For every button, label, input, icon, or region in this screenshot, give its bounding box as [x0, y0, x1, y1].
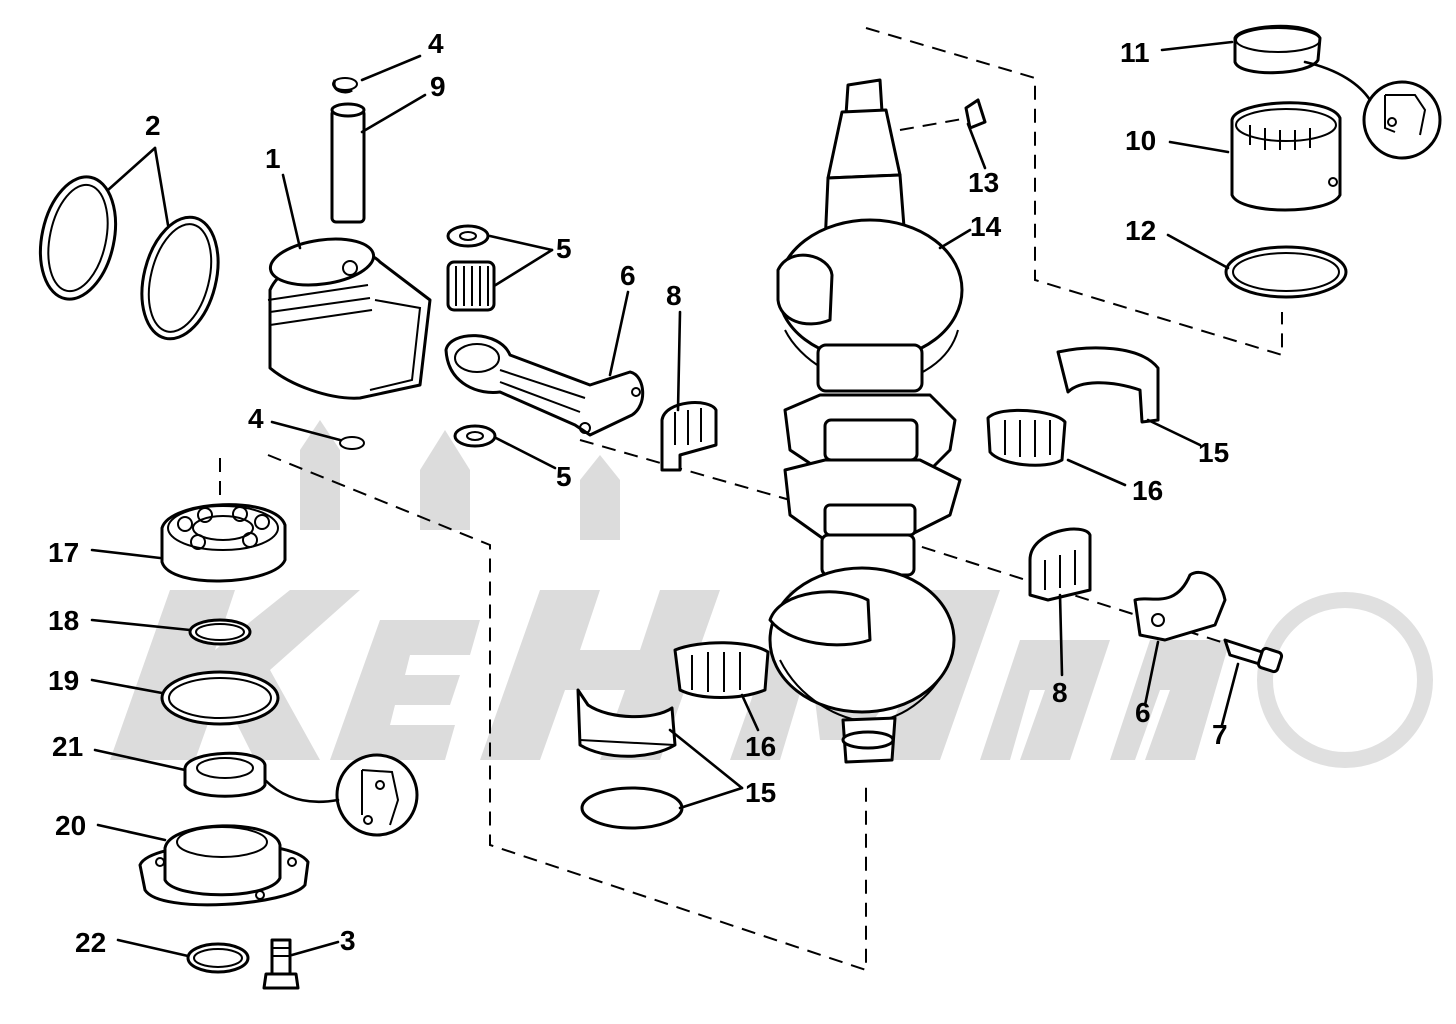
callout-7: 7	[1212, 719, 1228, 750]
callout-8-lower: 8	[1052, 677, 1068, 708]
key-centerline	[899, 117, 969, 131]
rod-bearing-lower	[1028, 527, 1092, 602]
connecting-rod	[444, 334, 645, 437]
retaining-clips	[332, 77, 365, 450]
assembly-outlines	[219, 27, 1283, 972]
callout-19: 19	[48, 665, 79, 696]
main-bearing-upper	[1056, 346, 1160, 424]
main-bearing-lower	[576, 688, 684, 830]
cap-centerline	[899, 539, 1241, 649]
rod-centerline	[579, 439, 791, 501]
lower-ball-bearing	[160, 503, 287, 583]
housing-screw	[262, 938, 300, 990]
upper-seal	[1233, 24, 1322, 75]
lower-o-ring	[160, 670, 280, 726]
callout-15-upper: 15	[1198, 437, 1229, 468]
callout-21: 21	[52, 731, 83, 762]
seal-detail-inset-upper	[1362, 80, 1442, 160]
main-needle-bearing-upper	[986, 408, 1067, 467]
callout-22: 22	[75, 927, 106, 958]
watermark-logo	[110, 420, 1433, 768]
callout-16-upper: 16	[1132, 475, 1163, 506]
callout-4-bottom: 4	[248, 403, 264, 434]
callout-5-top: 5	[556, 233, 572, 264]
cap-screw	[1223, 638, 1284, 674]
callout-15-lower: 15	[745, 777, 776, 808]
wrist-pin-bearing	[446, 224, 497, 448]
upper-bearing	[1230, 101, 1342, 212]
callout-9: 9	[430, 71, 446, 102]
housing-o-ring	[186, 942, 250, 974]
lower-bearing-outline	[267, 454, 867, 972]
upper-o-ring	[1224, 245, 1348, 299]
callout-3: 3	[340, 925, 356, 956]
callout-1: 1	[265, 143, 281, 174]
callout-10: 10	[1125, 125, 1156, 156]
main-needle-bearing-lower	[673, 641, 770, 699]
upper-bearing-outline	[865, 27, 1283, 357]
crankshaft	[768, 78, 964, 764]
lower-seal	[183, 751, 267, 798]
bearing-housing	[138, 824, 310, 907]
callout-12: 12	[1125, 215, 1156, 246]
wrist-pin	[330, 102, 366, 224]
callout-6-rod: 6	[620, 260, 636, 291]
rod-bearing-upper	[660, 401, 718, 472]
callout-14: 14	[970, 211, 1002, 242]
piston	[267, 237, 432, 400]
rod-cap	[1133, 570, 1227, 642]
woodruff-key	[964, 98, 987, 130]
callout-11: 11	[1120, 37, 1150, 68]
callout-labels: 1 2 3 4 4 5 5 6 6 7 8 8 9 10 11 12 13 14…	[48, 28, 1229, 958]
callout-8-upper: 8	[666, 280, 682, 311]
callout-13: 13	[968, 167, 999, 198]
callout-20: 20	[55, 810, 86, 841]
callout-2: 2	[145, 110, 161, 141]
callout-17: 17	[48, 537, 79, 568]
seal-detail-inset-lower	[335, 753, 419, 837]
leader-lines	[90, 40, 1372, 958]
snap-ring	[188, 618, 252, 646]
piston-rings	[39, 175, 220, 341]
callout-4-top: 4	[428, 28, 444, 59]
callout-18: 18	[48, 605, 79, 636]
callout-6-cap: 6	[1135, 697, 1151, 728]
callout-16-lower: 16	[745, 731, 776, 762]
callout-5-bottom: 5	[556, 461, 572, 492]
